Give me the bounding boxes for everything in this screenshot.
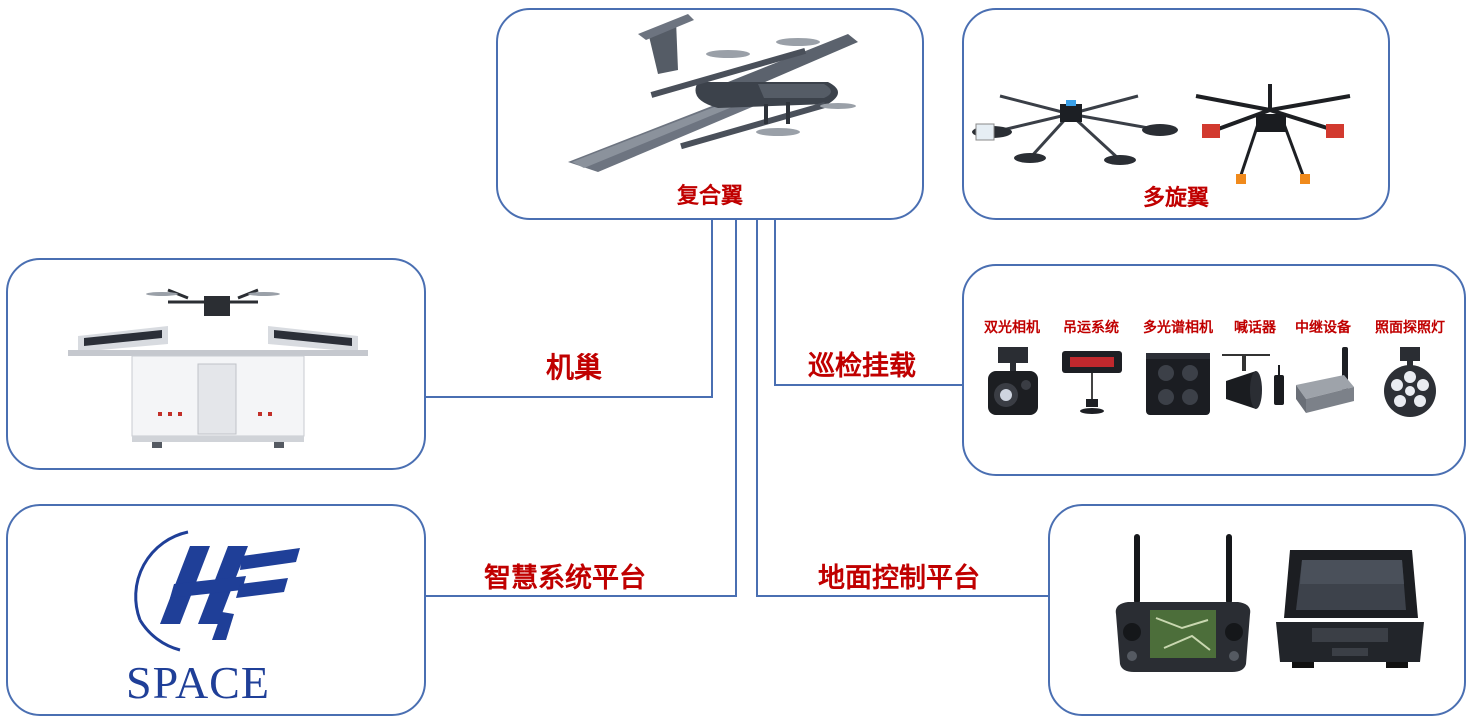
ground-control-card[interactable] [1048, 504, 1466, 716]
multispectral-camera-icon [1146, 353, 1210, 415]
connector-nest [426, 220, 713, 398]
payload-item-label: 吊运系统 [1063, 320, 1119, 336]
connector-smart-platform [426, 220, 737, 597]
composite-wing-label: 复合翼 [676, 184, 743, 209]
composite-wing-card[interactable]: 复合翼 [496, 8, 924, 220]
ground-control-label: 地面控制平台 [818, 563, 980, 594]
multirotor-drone-image [972, 84, 1351, 184]
nest-card[interactable] [6, 258, 426, 470]
vtol-drone-image [568, 14, 858, 172]
dual-light-camera-icon [988, 347, 1038, 415]
drone-nest-image [68, 288, 368, 448]
payload-card[interactable] [962, 264, 1466, 476]
loudspeaker-icon [1222, 354, 1284, 409]
rugged-laptop-image [1276, 550, 1424, 668]
hf-space-logo [134, 530, 300, 652]
connector-payload [774, 220, 962, 386]
multirotor-label: 多旋翼 [1142, 186, 1209, 211]
hoist-system-icon [1062, 351, 1122, 414]
multirotor-card[interactable]: 多旋翼 [962, 8, 1390, 220]
payload-item-label: 照面探照灯 [1375, 320, 1445, 336]
remote-controller-image [1115, 534, 1251, 672]
smart-platform-card[interactable]: SPACE [6, 504, 426, 716]
smart-platform-label: 智慧系统平台 [484, 563, 646, 594]
searchlight-icon [1384, 347, 1436, 417]
relay-device-icon [1296, 347, 1354, 413]
payload-item-label: 多光谱相机 [1143, 320, 1213, 336]
connector-ground-control [756, 220, 1048, 597]
nest-label: 机巢 [546, 351, 603, 384]
payload-item-label: 双光相机 [984, 320, 1040, 336]
payload-label: 巡检挂载 [808, 351, 916, 382]
payload-item-label: 中继设备 [1295, 320, 1351, 336]
payload-item-label: 喊话器 [1234, 320, 1276, 336]
logo-text: SPACE [126, 657, 270, 708]
